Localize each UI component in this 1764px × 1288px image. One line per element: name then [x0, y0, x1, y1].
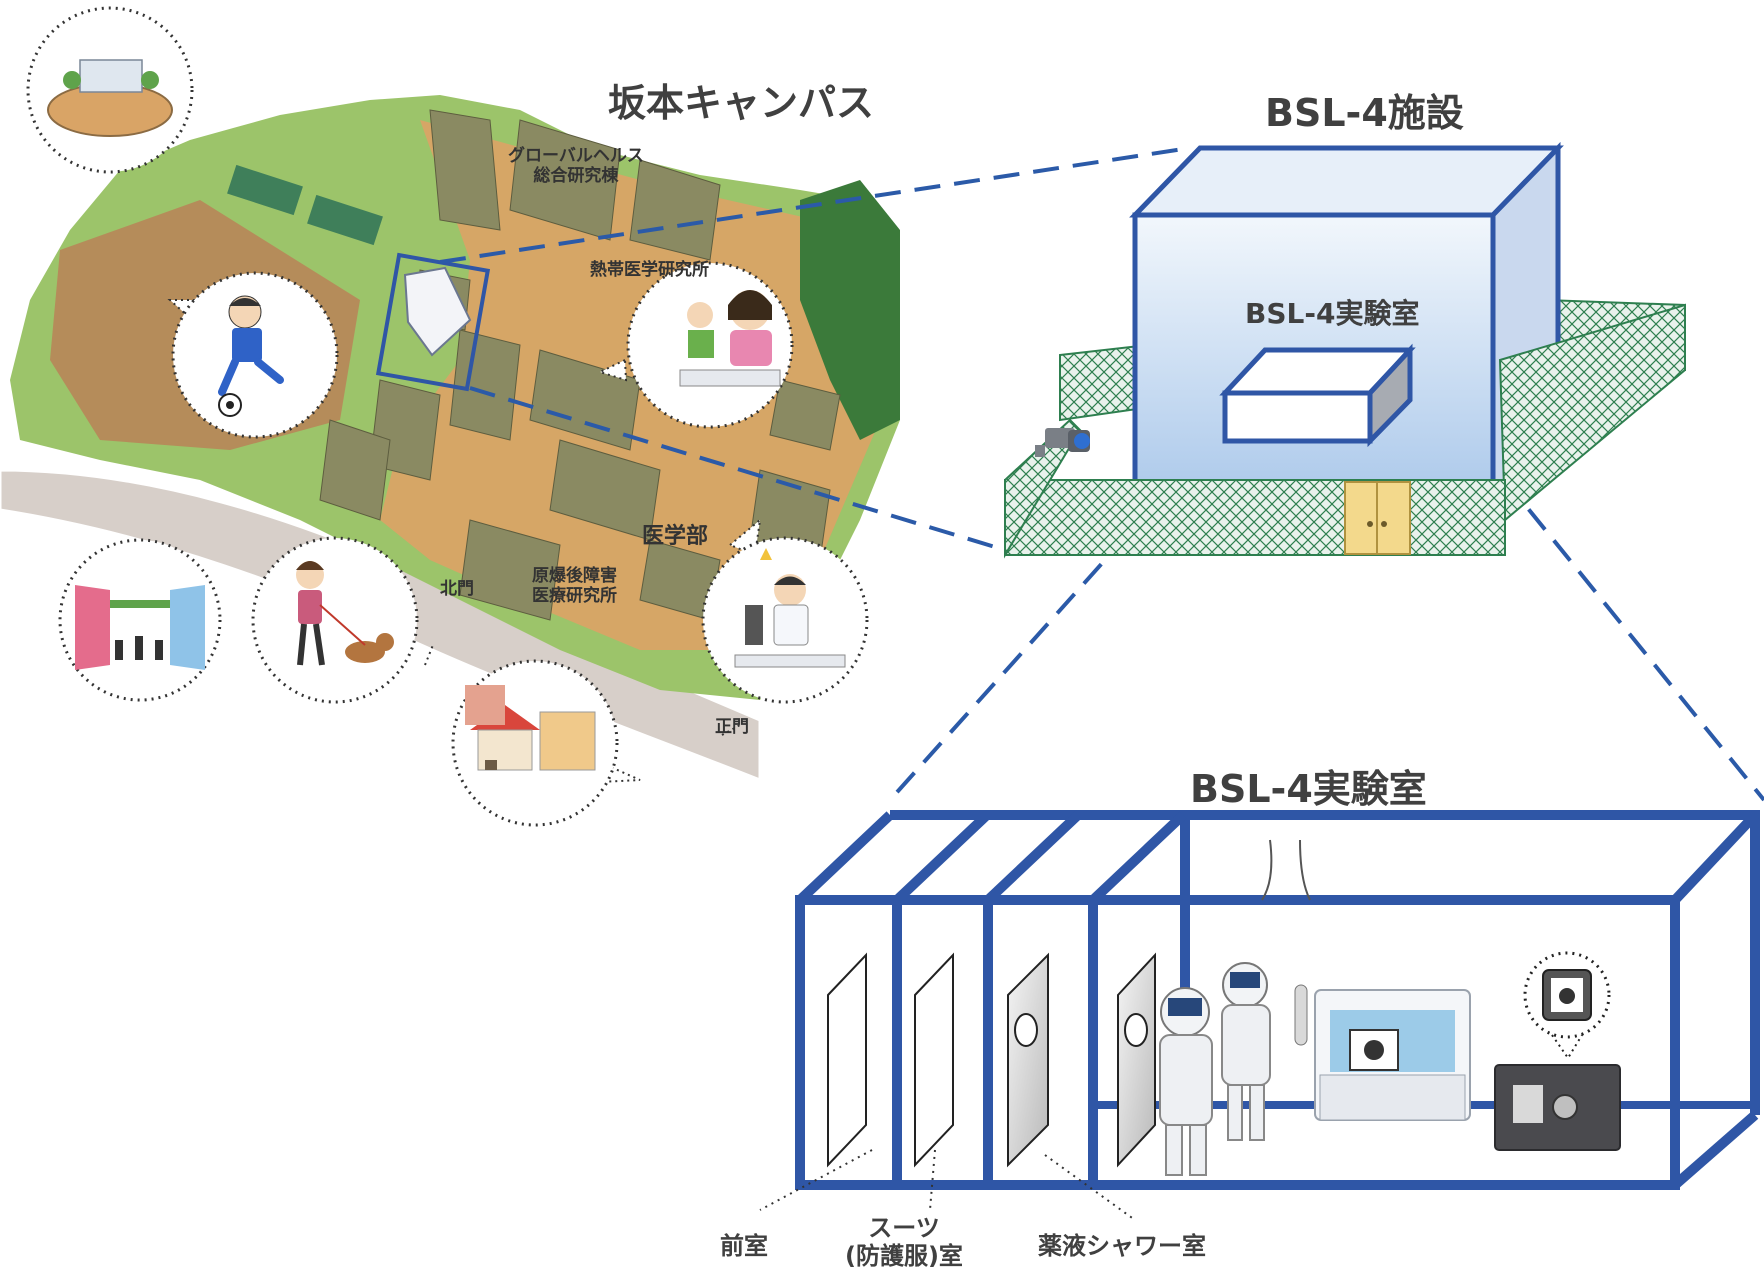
bubble-study	[597, 261, 794, 429]
bubble-houses	[451, 659, 641, 827]
pointer-suit-room	[929, 1149, 936, 1211]
door-shower	[1007, 952, 1049, 1168]
label-north-gate: 北門	[440, 579, 474, 599]
label-global-health: グローバルヘルス 総合研究棟	[508, 146, 644, 186]
label-atomic-bomb-institute: 原爆後障害 医療研究所	[532, 566, 617, 606]
lab-title: BSL-4実験室	[1190, 767, 1427, 811]
tennis-court	[227, 164, 303, 216]
lab-front-frame	[795, 895, 1680, 1190]
label-suit-room-line2: (防護服)室	[845, 1242, 963, 1270]
workers-in-suits	[1159, 839, 1311, 1176]
building	[769, 379, 841, 451]
fence-front	[1004, 479, 1506, 556]
connector-bottom	[469, 386, 1006, 552]
label-global-health-line2: 総合研究棟	[533, 166, 619, 186]
connector-top	[439, 146, 1191, 264]
bubble-dog-walk	[251, 536, 419, 704]
facility-title: BSL-4施設	[1265, 91, 1464, 135]
label-chemical-shower: 薬液シャワー室	[1038, 1232, 1206, 1260]
label-suit-room-line1: スーツ	[868, 1214, 940, 1242]
facility-inner-label: BSL-4実験室	[1245, 297, 1420, 330]
bubble-stadium	[26, 6, 194, 174]
label-medical-school: 医学部	[642, 524, 709, 549]
label-atomic-bomb-line1: 原爆後障害	[532, 566, 617, 586]
door-anteroom	[827, 952, 867, 1168]
door-lab	[1117, 952, 1156, 1168]
bsl4-facility	[1004, 141, 1686, 559]
inner-lab-front	[1222, 390, 1373, 444]
label-main-gate: 正門	[715, 717, 749, 737]
facility-top	[1129, 145, 1564, 218]
fence-right	[1498, 303, 1686, 523]
label-atomic-bomb-line2: 医療研究所	[532, 586, 617, 606]
building	[429, 109, 501, 231]
building	[509, 119, 621, 241]
room-pointers	[759, 1149, 1136, 1221]
campus-buildings	[319, 109, 841, 621]
safe-icon	[1494, 1064, 1621, 1151]
camera-icon	[1035, 428, 1090, 457]
lab-doors	[827, 952, 1156, 1168]
tennis-court	[307, 194, 383, 246]
building	[629, 159, 721, 261]
label-suit-room: スーツ (防護服)室	[845, 1214, 963, 1270]
inner-lab-side	[1367, 343, 1413, 448]
bubble-soccer	[167, 271, 339, 439]
building	[319, 419, 391, 521]
biosafety-cabinet	[1314, 989, 1471, 1121]
bubble-shopping-street	[58, 538, 222, 702]
pointer-anteroom	[759, 1149, 873, 1211]
campus-map	[0, 6, 900, 827]
campus-title: 坂本キャンパス	[608, 81, 875, 125]
label-global-health-line1: グローバルヘルス	[508, 146, 644, 166]
bubble-researcher	[701, 517, 869, 704]
label-anteroom: 前室	[720, 1232, 768, 1260]
building	[459, 519, 561, 621]
label-tropical-medicine: 熱帯医学研究所	[590, 260, 709, 280]
pointer-shower	[1044, 1154, 1136, 1221]
bsl4-building	[403, 266, 472, 357]
building	[449, 329, 521, 441]
bubble-safe-contents	[1523, 951, 1611, 1060]
hill	[800, 180, 900, 440]
door-suit-room	[914, 952, 954, 1168]
